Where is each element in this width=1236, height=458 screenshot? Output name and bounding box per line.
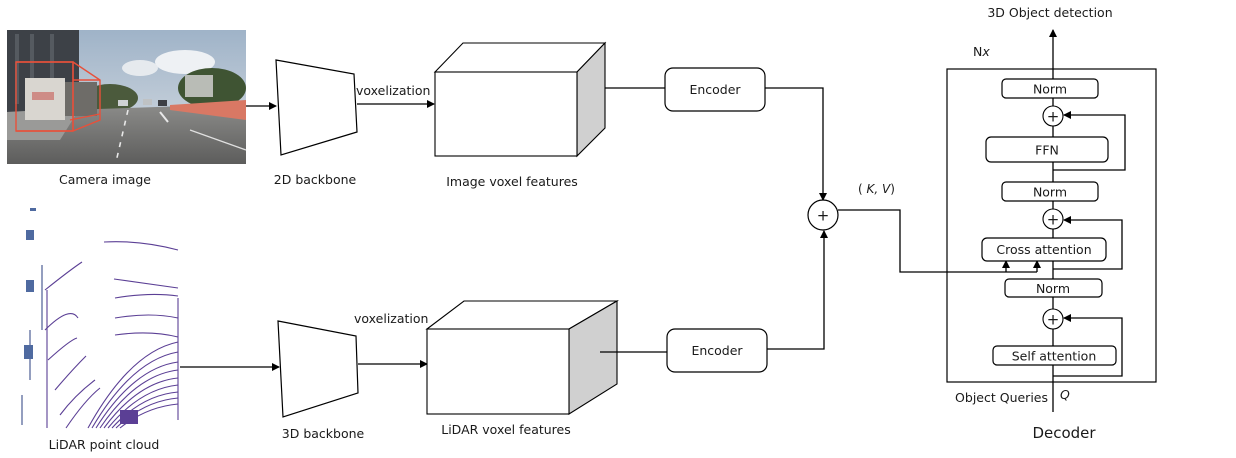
add-node-ffn: +: [1042, 105, 1064, 127]
voxelization-label-camera: voxelization: [356, 83, 430, 98]
object-queries-label: Object Queries: [955, 390, 1048, 405]
decoder-block-self-attention: Self attention: [992, 345, 1117, 366]
svg-text:+: +: [1047, 108, 1060, 126]
residual-self-attention: [1053, 314, 1123, 377]
decoder-block-norm-middle: Norm: [1001, 181, 1099, 202]
add-node-self-attention: +: [1042, 308, 1064, 330]
lidar-voxel-features-cube: [425, 300, 620, 415]
fusion-add-symbol: +: [817, 207, 830, 225]
2d-backbone-label: 2D backbone: [274, 172, 357, 187]
residual-ffn: [1053, 111, 1126, 171]
3d-backbone-label: 3D backbone: [282, 426, 365, 441]
decoder-block-ffn: FFN: [985, 136, 1109, 163]
query-symbol: Q: [1060, 387, 1070, 402]
camera-image-label: Camera image: [59, 172, 151, 187]
camera-image: [7, 30, 247, 164]
voxelization-label-lidar: voxelization: [354, 311, 428, 326]
svg-text:Norm: Norm: [1033, 185, 1067, 200]
lidar-point-clusters: [24, 208, 138, 424]
svg-text:FFN: FFN: [1035, 143, 1059, 158]
decoder-title: Decoder: [1032, 424, 1096, 442]
residual-cross-attention: [1053, 216, 1123, 270]
image-voxel-features-label: Image voxel features: [446, 174, 578, 189]
kv-label: ( K, V): [858, 182, 895, 196]
svg-text:+: +: [1047, 311, 1060, 329]
repeat-label: Nx: [973, 44, 990, 59]
output-label: 3D Object detection: [987, 5, 1112, 20]
decoder-block-norm-top: Norm: [1001, 78, 1099, 99]
svg-text:Cross attention: Cross attention: [996, 242, 1091, 257]
lidar-point-cloud: [21, 241, 179, 429]
image-voxel-features-cube: [433, 41, 607, 158]
encoder-lidar-label: Encoder: [691, 343, 743, 358]
bounding-box: [15, 61, 101, 132]
lidar-point-cloud-label: LiDAR point cloud: [49, 437, 160, 452]
lidar-voxel-features-label: LiDAR voxel features: [441, 422, 571, 437]
svg-text:Norm: Norm: [1033, 82, 1067, 97]
3d-backbone-shape: [277, 320, 359, 418]
arrow-encoder-lidar-to-fusion: [767, 230, 828, 350]
line-fusion-to-cross-attention: [838, 209, 1037, 273]
decoder-block-norm-bottom: Norm: [1004, 278, 1103, 298]
encoder-camera-box: [664, 67, 766, 112]
encoder-lidar-box: [666, 328, 768, 373]
2d-backbone-shape: [275, 59, 358, 156]
arrow-encoder-camera-to-fusion: [765, 87, 827, 201]
add-node-cross-attention: +: [1042, 208, 1064, 230]
svg-text:Self attention: Self attention: [1012, 349, 1097, 364]
decoder-layer-frame: [946, 68, 1157, 383]
svg-text:Norm: Norm: [1036, 281, 1070, 296]
svg-text:+: +: [1047, 211, 1060, 229]
encoder-camera-label: Encoder: [689, 82, 741, 97]
decoder-block-cross-attention: Cross attention: [981, 237, 1107, 262]
